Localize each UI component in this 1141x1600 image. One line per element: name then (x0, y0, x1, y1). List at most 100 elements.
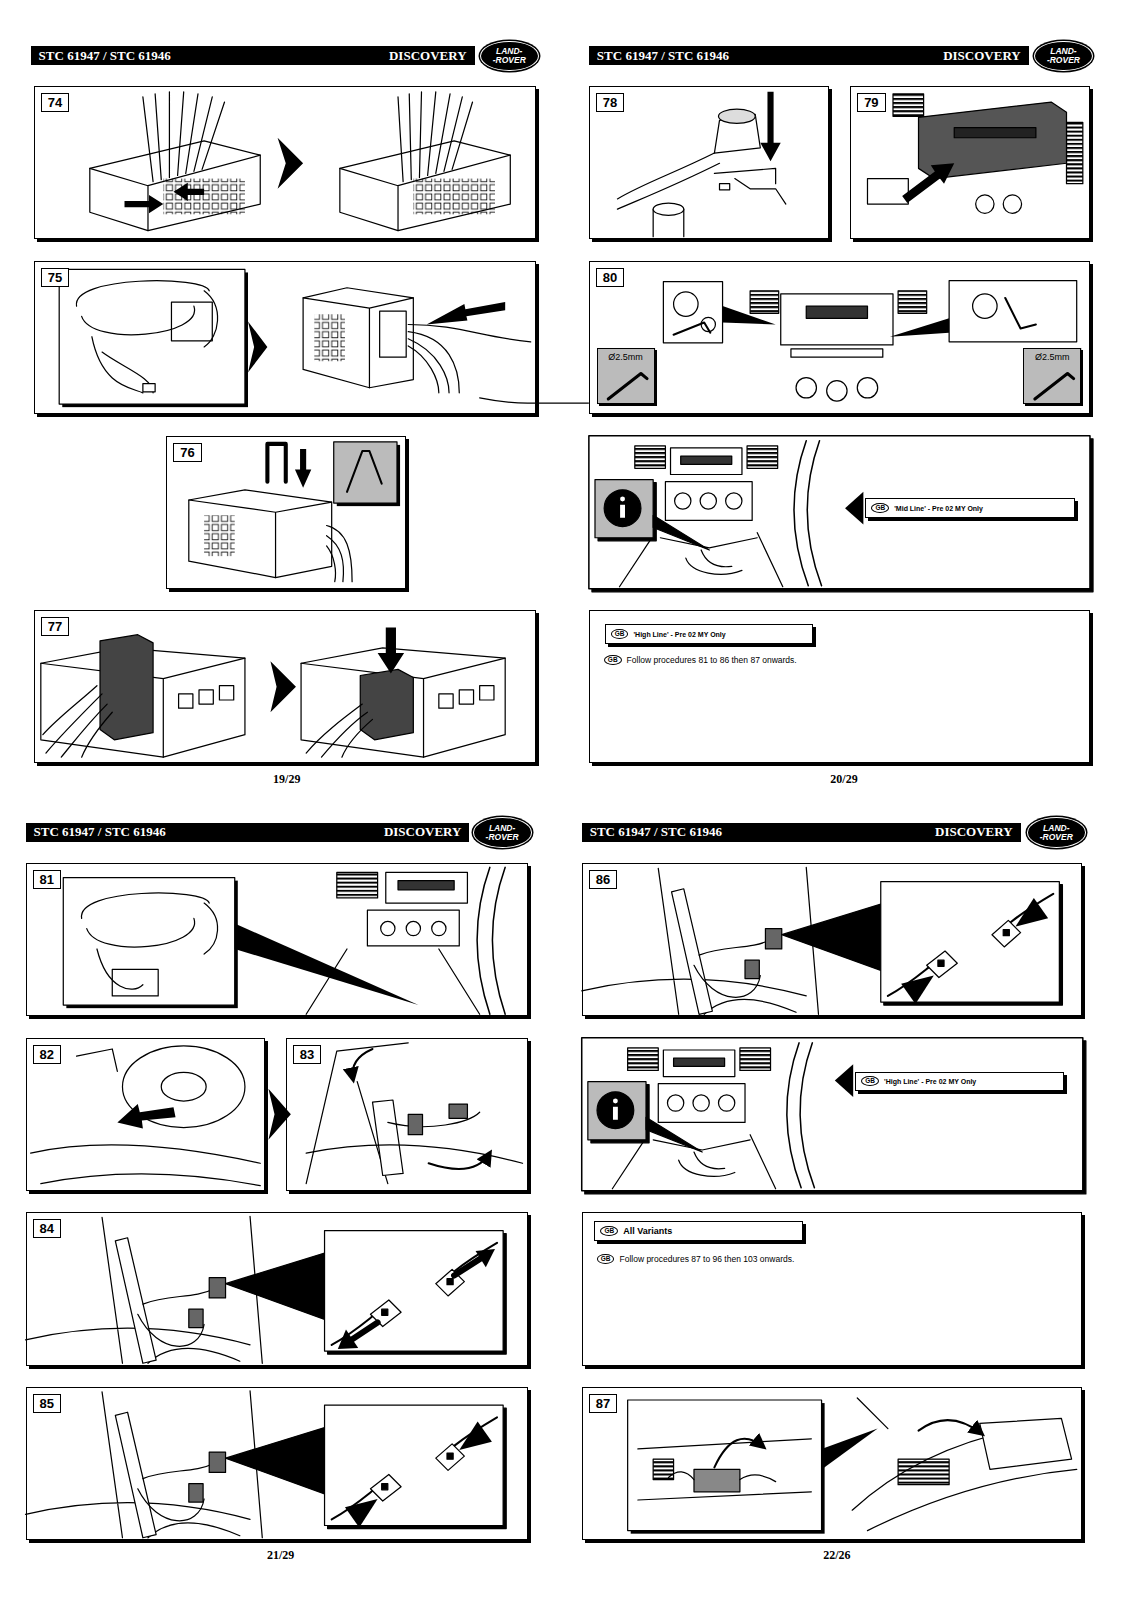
connector-illustration-part-part (90, 155, 260, 231)
info-panel-part (835, 1064, 853, 1097)
radio-fit-illustration-part (1003, 195, 1021, 213)
step-panel: 77 (34, 610, 536, 763)
radio-illustration-part (301, 648, 505, 757)
page-number-holder: 19/29 (273, 769, 300, 787)
harness-illustration-part (427, 302, 506, 324)
variant-banner: GB'High Line' - Pre 02 MY Only (855, 1072, 1064, 1091)
clip-illustration (189, 442, 400, 582)
radio-illustration-part-part (480, 686, 494, 700)
connector-illustration-part-part (340, 141, 510, 231)
radio-illustration-part-part (360, 669, 413, 739)
removal-key-illustration-part (949, 281, 1077, 342)
radio-illustration-part-part (459, 690, 473, 704)
console-illustration-part (852, 1398, 1077, 1531)
connector-separate-illustration-part (476, 1249, 495, 1267)
clip-illustration-part (327, 526, 353, 582)
removal-key-illustration-part (597, 348, 655, 404)
radio-illustration-part (179, 694, 193, 708)
step-panel: 81 (26, 863, 528, 1016)
connector-illustration-part-part (125, 195, 164, 213)
footwell-illustration-part (353, 1049, 373, 1080)
harness-routing-illustration-part (398, 881, 454, 890)
region-badge: GB (597, 1254, 615, 1264)
harness-routing-illustration-part (386, 872, 468, 903)
step-number: 82 (33, 1045, 61, 1064)
page-number: 21/29 (267, 1548, 294, 1562)
region-badge: GB (604, 655, 622, 665)
footwell-illustration-part (373, 1100, 404, 1176)
logo-text: -ROVER (1040, 833, 1073, 842)
harness-routing-illustration-part (337, 872, 378, 898)
region-badge: GB (861, 1076, 879, 1086)
removal-key-illustration-part (857, 378, 877, 398)
step-panel: 76 (166, 436, 406, 589)
brand-logo: LAND--ROVER (473, 817, 532, 848)
step-panel: 87 (582, 1387, 1082, 1540)
connector-illustration-part-part (173, 183, 204, 201)
removal-key-illustration-part (898, 291, 927, 313)
radio-illustration-part (270, 661, 296, 712)
variant-note: 'Mid Line' - Pre 02 MY Only (894, 505, 983, 512)
step-panel: 85 (26, 1387, 528, 1540)
harness-illustration-part (408, 324, 530, 392)
harness-illustration-part (59, 269, 245, 404)
header-bar: STC 61947 / STC 61946DISCOVERY (589, 46, 1029, 65)
variant-banner: GB'High Line' - Pre 02 MY Only (605, 624, 813, 644)
steering-column-illustration-part (161, 1072, 206, 1101)
model-name: DISCOVERY (384, 824, 462, 840)
connector-illustration-part-part (340, 155, 510, 231)
step-panel: 84 (26, 1212, 528, 1365)
radio-fit-illustration (867, 94, 1082, 213)
connector-join-illustration-part (582, 867, 1063, 1014)
step-number: 79 (857, 93, 885, 112)
radio-illustration-part (43, 686, 112, 757)
connector-separate-illustration-part (338, 1330, 358, 1349)
aerial-plug-illustration (617, 92, 785, 237)
removal-key-illustration-part (663, 282, 722, 343)
tool-size: Ø2.5mm (608, 352, 643, 362)
radio-fit-illustration-part (954, 128, 1036, 138)
harness-routing-illustration-part (112, 969, 158, 996)
harness-routing-illustration-part (432, 921, 446, 935)
radio-fit-illustration-part (893, 94, 924, 116)
page-number: 19/29 (273, 772, 300, 786)
step-number: 86 (589, 870, 617, 889)
clip-illustration-part (189, 490, 332, 578)
harness-illustration-part (480, 398, 535, 403)
region-badge: GB (871, 503, 889, 513)
page-number-holder: 20/29 (830, 769, 857, 787)
aerial-plug-illustration-part (714, 168, 785, 204)
document-code: STC 61947 / STC 61946 (39, 48, 171, 64)
aerial-plug-illustration-part (720, 184, 730, 190)
steering-column-illustration (31, 1046, 291, 1186)
connector-join-illustration-part (901, 976, 934, 1005)
removal-key-illustration-part (827, 381, 847, 401)
footwell-illustration-part (408, 1114, 422, 1134)
header-bar: STC 61947 / STC 61946DISCOVERY (582, 823, 1021, 842)
radio-illustration (41, 628, 505, 758)
console-illustration-part (668, 1472, 775, 1482)
harness-illustration-part (303, 288, 413, 388)
model-name: DISCOVERY (935, 824, 1013, 840)
logo-text: -ROVER (493, 56, 526, 65)
console-illustration (628, 1398, 1077, 1534)
removal-key-illustration-part (806, 306, 867, 318)
connector-separate-illustration-part (454, 1257, 483, 1275)
removal-key-illustration-part (674, 322, 711, 334)
aerial-plug-illustration-part (617, 153, 719, 209)
step-panel: 74 (34, 86, 536, 239)
info-panel-part (589, 436, 1093, 592)
step-number: 76 (173, 443, 201, 462)
console-illustration-part (628, 1400, 822, 1531)
console-illustration-part (919, 1420, 982, 1434)
tool-size: Ø2.5mm (1035, 352, 1070, 362)
instruction-panel: GBFollow procedures 87 to 96 then 103 on… (582, 1212, 1082, 1365)
connector-illustration-part-part (143, 92, 225, 182)
logo-text: -ROVER (1047, 56, 1080, 65)
radio-illustration-part-part (301, 658, 505, 757)
clip-illustration-part (189, 500, 332, 578)
console-illustration-part (822, 1429, 878, 1470)
logo-text: LAND- (489, 824, 515, 833)
step-number: 84 (33, 1219, 61, 1238)
